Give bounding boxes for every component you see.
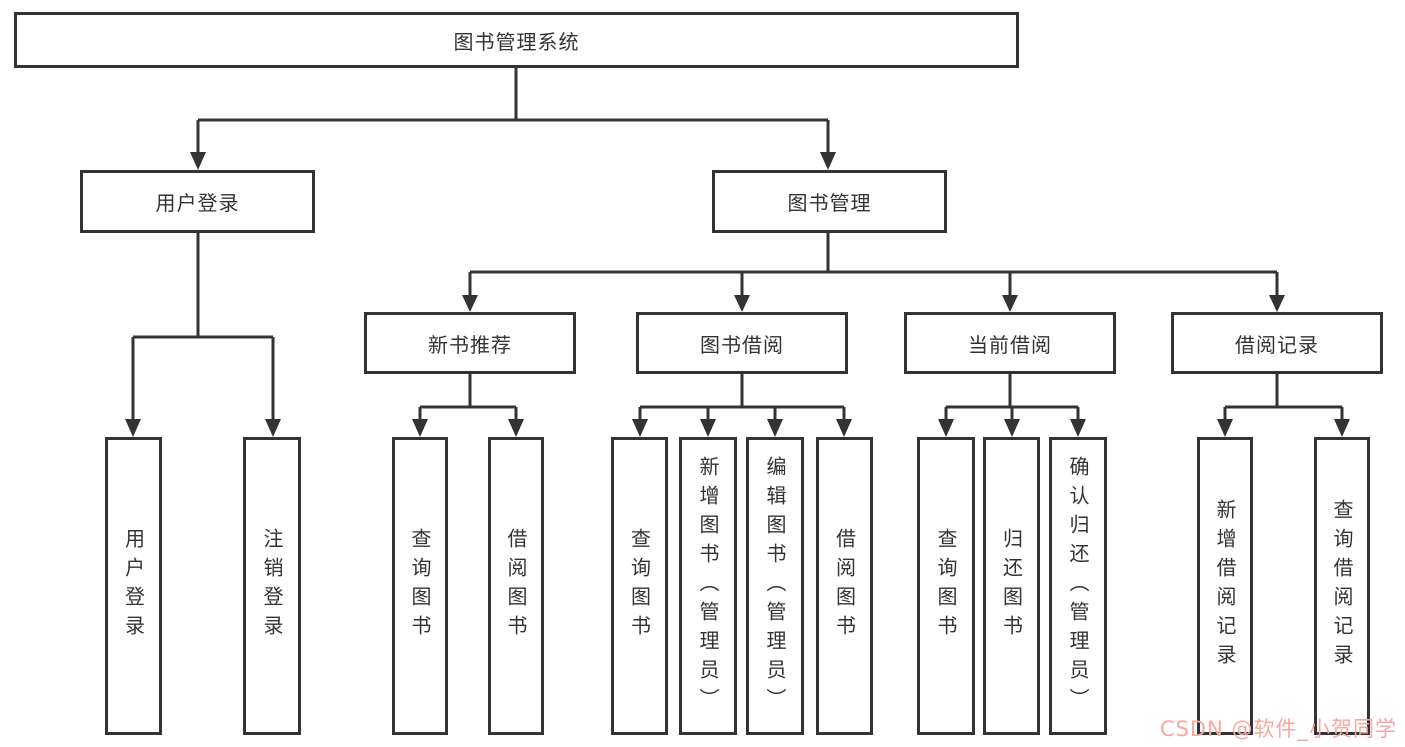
node-label: 借阅图书	[504, 528, 528, 644]
arrow-icon	[265, 419, 281, 437]
node-label: 图书管理	[787, 191, 872, 215]
node-label: 新增图书（管理员）	[696, 455, 720, 717]
node-label: 查询图书	[934, 528, 958, 644]
arrow-icon	[190, 152, 206, 170]
node-label: 图书管理系统	[453, 29, 580, 54]
node-label: 注销登录	[260, 528, 284, 644]
watermark-csdn: CSDN @软件_小贺同学	[1159, 717, 1397, 741]
leaf-return-books: 归还图书	[983, 437, 1040, 735]
arrow-icon	[734, 295, 750, 312]
node-label: 借阅记录	[1235, 332, 1319, 357]
node-new-book-recommendation: 新书推荐	[364, 312, 576, 374]
arrow-icon	[1004, 419, 1020, 437]
arrow-icon	[700, 419, 716, 437]
node-label: 确认归还（管理员）	[1066, 455, 1090, 717]
node-current-borrowing: 当前借阅	[904, 312, 1116, 374]
node-label: 用户登录	[155, 191, 240, 215]
node-label: 查询借阅记录	[1330, 499, 1354, 673]
node-label: 新书推荐	[428, 332, 512, 357]
node-label: 新增借阅记录	[1213, 499, 1237, 673]
leaf-query-books: 查询图书	[392, 437, 448, 735]
node-book-management: 图书管理	[712, 170, 947, 233]
leaf-edit-books-admin: 编辑图书（管理员）	[746, 437, 804, 735]
node-label: 查询图书	[627, 528, 652, 644]
arrow-heads	[125, 152, 1350, 437]
node-label: 查询图书	[408, 528, 432, 644]
arrow-icon	[1217, 419, 1233, 437]
arrow-icon	[938, 419, 954, 437]
node-book-borrowing: 图书借阅	[636, 312, 848, 374]
leaf-query-books: 查询图书	[917, 437, 975, 735]
leaf-query-borrow-record: 查询借阅记录	[1314, 437, 1370, 735]
leaf-borrow-books: 借阅图书	[488, 437, 544, 735]
leaf-user-login: 用户登录	[105, 437, 162, 735]
arrow-icon	[1269, 295, 1285, 312]
leaf-logout: 注销登录	[243, 437, 301, 735]
node-label: 借阅图书	[832, 528, 857, 644]
arrow-icon	[508, 419, 524, 437]
node-label: 归还图书	[999, 528, 1024, 644]
arrow-icon	[820, 152, 836, 170]
node-label: 图书借阅	[700, 332, 784, 357]
arrow-icon	[836, 419, 852, 437]
arrow-icon	[632, 419, 648, 437]
node-user-login: 用户登录	[80, 170, 315, 233]
leaf-add-borrow-record: 新增借阅记录	[1197, 437, 1253, 735]
arrow-icon	[412, 419, 428, 437]
node-book-management-system: 图书管理系统	[14, 12, 1019, 68]
node-label: 编辑图书（管理员）	[763, 455, 787, 717]
leaf-add-books-admin: 新增图书（管理员）	[679, 437, 737, 735]
arrow-icon	[767, 419, 783, 437]
leaf-query-books: 查询图书	[611, 437, 668, 735]
node-label: 当前借阅	[968, 332, 1052, 357]
node-borrowing-records: 借阅记录	[1171, 312, 1383, 374]
arrow-icon	[1334, 419, 1350, 437]
tree-edges	[131, 68, 1344, 423]
node-label: 用户登录	[121, 528, 146, 644]
leaf-borrow-books: 借阅图书	[816, 437, 873, 735]
arrow-icon	[1070, 419, 1086, 437]
arrow-icon	[1002, 295, 1018, 312]
arrow-icon	[462, 295, 478, 312]
leaf-confirm-return-admin: 确认归还（管理员）	[1049, 437, 1107, 735]
arrow-icon	[125, 419, 141, 437]
